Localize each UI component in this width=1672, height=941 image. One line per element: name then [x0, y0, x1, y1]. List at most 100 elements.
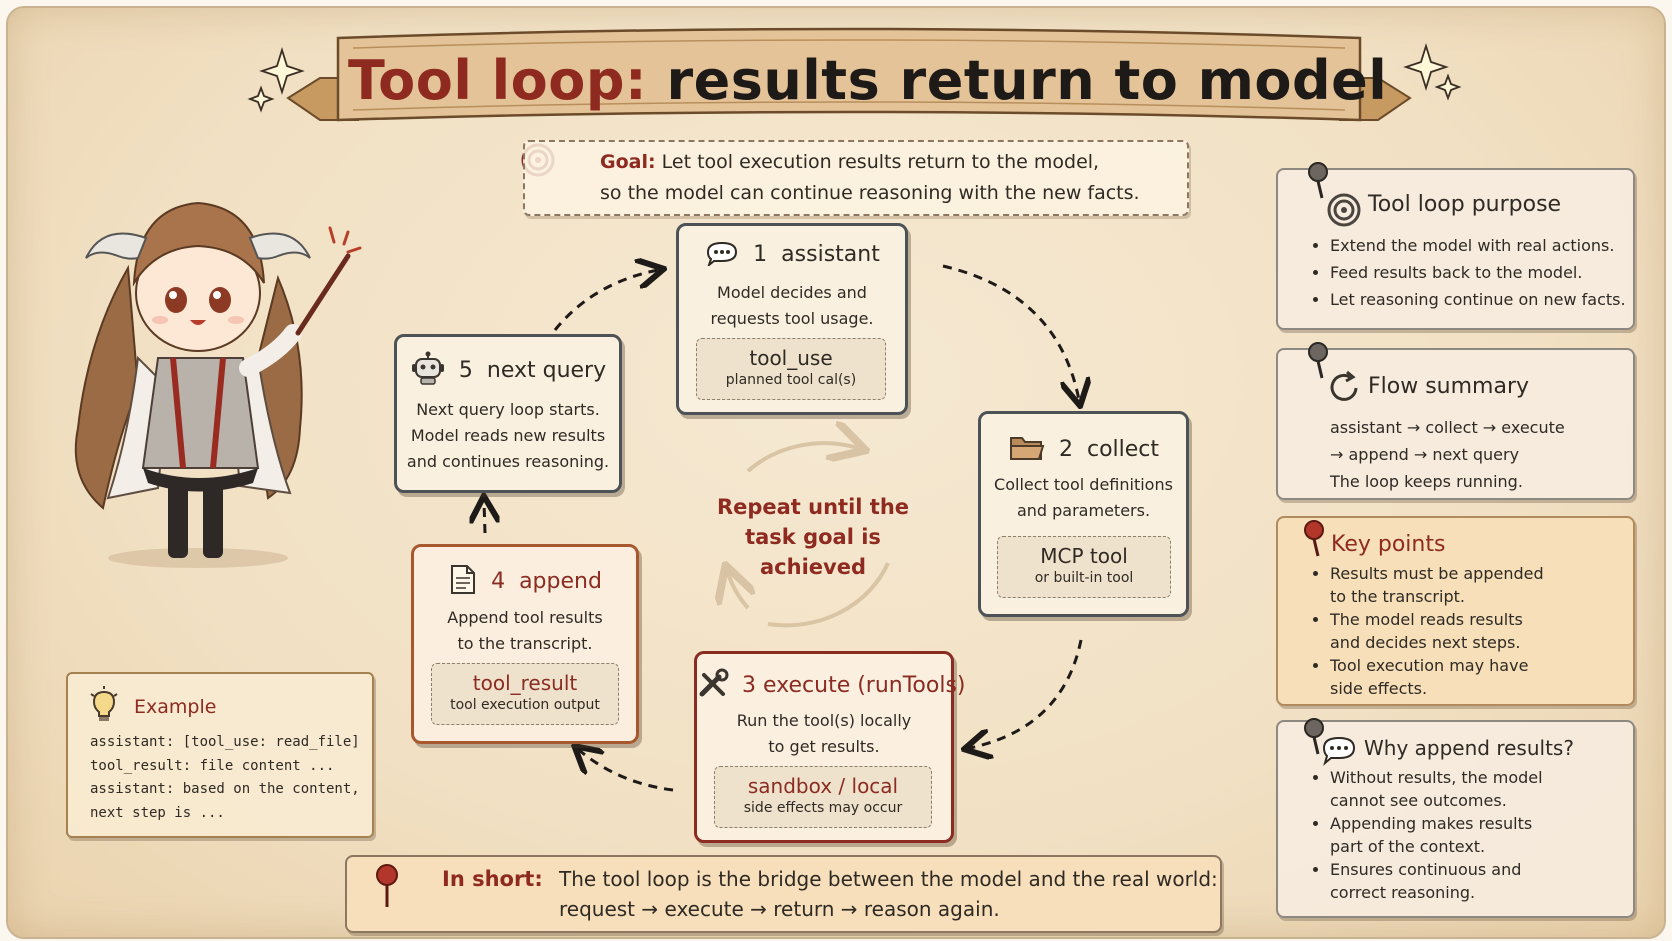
step-number: 2 [1058, 437, 1073, 462]
step-body-line: requests tool usage. [710, 309, 874, 328]
goal-label: Goal: [600, 151, 656, 173]
step-append-inner: tool_result tool execution output [431, 663, 619, 725]
flow-arrows [484, 266, 1081, 792]
step-body-line: Model decides and [717, 283, 867, 302]
step-body-line: Next query loop starts. [416, 400, 600, 419]
goal-text: Goal: Let tool execution results return … [600, 147, 1140, 209]
step-body-line: Append tool results [447, 608, 603, 627]
step-body-line: to get results. [768, 737, 880, 756]
title-banner [286, 27, 1412, 122]
step-assistant-body: Model decides and requests tool usage. [679, 280, 905, 332]
center-line: achieved [760, 555, 866, 579]
pushpin-icon [1308, 342, 1328, 379]
list-item: Let reasoning continue on new facts. [1330, 286, 1626, 313]
example-title: Example [134, 696, 217, 718]
side-panel-flow: Flow summary assistant → collect → execu… [1276, 342, 1635, 500]
folder-icon [1009, 437, 1045, 460]
target-icon [1327, 193, 1361, 227]
flow-line: → append → next query [1330, 445, 1520, 464]
sparkle-icon [1403, 42, 1462, 101]
step-number: 3 [742, 673, 756, 698]
step-next-query-body: Next query loop starts. Model reads new … [397, 397, 619, 475]
example-code: assistant: [tool_use: read_file]tool_res… [90, 734, 360, 821]
step-body-line: Model reads new results [410, 426, 606, 445]
inner-sub: tool execution output [450, 697, 600, 713]
pushpin-icon [1304, 520, 1324, 557]
document-icon [451, 565, 476, 594]
cycle-arrows [728, 443, 890, 628]
step-next-query-head: 5 next query [397, 351, 619, 385]
step-number: 1 [753, 242, 768, 267]
inner-sub: side effects may occur [743, 800, 903, 816]
step-next-query-card: 5 next query Next query loop starts. Mod… [394, 334, 622, 493]
list-item: Feed results back to the model. [1330, 259, 1626, 286]
step-assistant-head: 1 assistant [679, 240, 905, 268]
step-append-card: 4 append Append tool results to the tran… [411, 544, 639, 744]
refresh-icon [1330, 370, 1358, 401]
robot-icon [411, 351, 444, 385]
chat-bubble-icon [707, 241, 738, 268]
pushpin-icon [376, 864, 398, 907]
step-title: append [519, 569, 602, 594]
goal-line2: so the model can continue reasoning with… [600, 182, 1140, 204]
title-part2: results return to model [666, 49, 1388, 112]
step-append-head: 4 append [414, 563, 636, 595]
chat-bubble-icon [1322, 736, 1356, 766]
step-collect-head: 2 collect [981, 432, 1186, 462]
in-short-box: In short: The tool loop is the bridge be… [345, 855, 1222, 933]
step-body-line: Run the tool(s) locally [736, 711, 912, 730]
flow-line: The loop keeps running. [1330, 472, 1523, 491]
step-body-line: and parameters. [1016, 501, 1151, 520]
side-panel-title: Flow summary [1368, 374, 1530, 399]
inner-sub: or built-in tool [1034, 570, 1134, 586]
step-title: execute (runTools) [763, 673, 966, 698]
step-body-line: Collect tool definitions [994, 475, 1173, 494]
step-number: 5 [458, 358, 473, 383]
sparkle-icon [247, 46, 305, 113]
decoration-layer [74, 27, 1462, 792]
step-assistant-inner: tool_use planned tool cal(s) [696, 338, 886, 400]
list-item: Extend the model with real actions. [1330, 232, 1626, 259]
center-line: task goal is [745, 525, 881, 549]
inner-main: tool_result [472, 671, 578, 695]
step-body-line: and continues reasoning. [406, 452, 610, 471]
goal-line1: Let tool execution results return to the… [661, 151, 1100, 173]
side-panel-title: Why append results? [1364, 736, 1574, 760]
flow-line: assistant → collect → execute [1330, 418, 1565, 437]
step-append-body: Append tool results to the transcript. [414, 605, 636, 657]
step-execute-card: 3 execute (runTools) Run the tool(s) loc… [694, 651, 966, 843]
title-part1: Tool loop: [348, 49, 648, 112]
inner-main: tool_use [749, 346, 833, 370]
step-collect-body: Collect tool definitions and parameters. [981, 472, 1186, 524]
side-panel-title: Tool loop purpose [1368, 192, 1562, 217]
step-execute-inner: sandbox / local side effects may occur [714, 766, 932, 828]
step-title: collect [1086, 437, 1160, 462]
step-body-line: to the transcript. [457, 634, 593, 653]
step-number: 4 [491, 569, 506, 594]
step-collect-inner: MCP tool or built-in tool [997, 536, 1171, 598]
inner-main: MCP tool [1040, 544, 1128, 568]
pushpin-icon [1304, 718, 1324, 755]
in-short-line2: request → execute → return → reason agai… [559, 897, 1000, 921]
pushpin-icon [1308, 162, 1328, 199]
tools-icon [699, 668, 729, 697]
step-execute-head: 3 execute (runTools) [697, 668, 966, 698]
side-panel-why-append: Why append results? Without results, the… [1276, 718, 1635, 918]
side-panel-title: Key points [1331, 532, 1446, 557]
lightbulb-icon [90, 686, 118, 721]
loop-center-text: Repeat until the task goal is achieved [708, 492, 918, 582]
step-assistant-card: 1 assistant Model decides and requests t… [676, 223, 908, 415]
inner-main: sandbox / local [747, 774, 899, 798]
step-collect-card: 2 collect Collect tool definitions and p… [978, 411, 1189, 617]
step-execute-body: Run the tool(s) locally to get results. [697, 708, 951, 760]
in-short-label: In short: [442, 867, 543, 891]
side-panel-purpose: Tool loop purpose Extend the model with … [1276, 162, 1635, 330]
page-title: Tool loop: results return to model [348, 38, 1387, 124]
